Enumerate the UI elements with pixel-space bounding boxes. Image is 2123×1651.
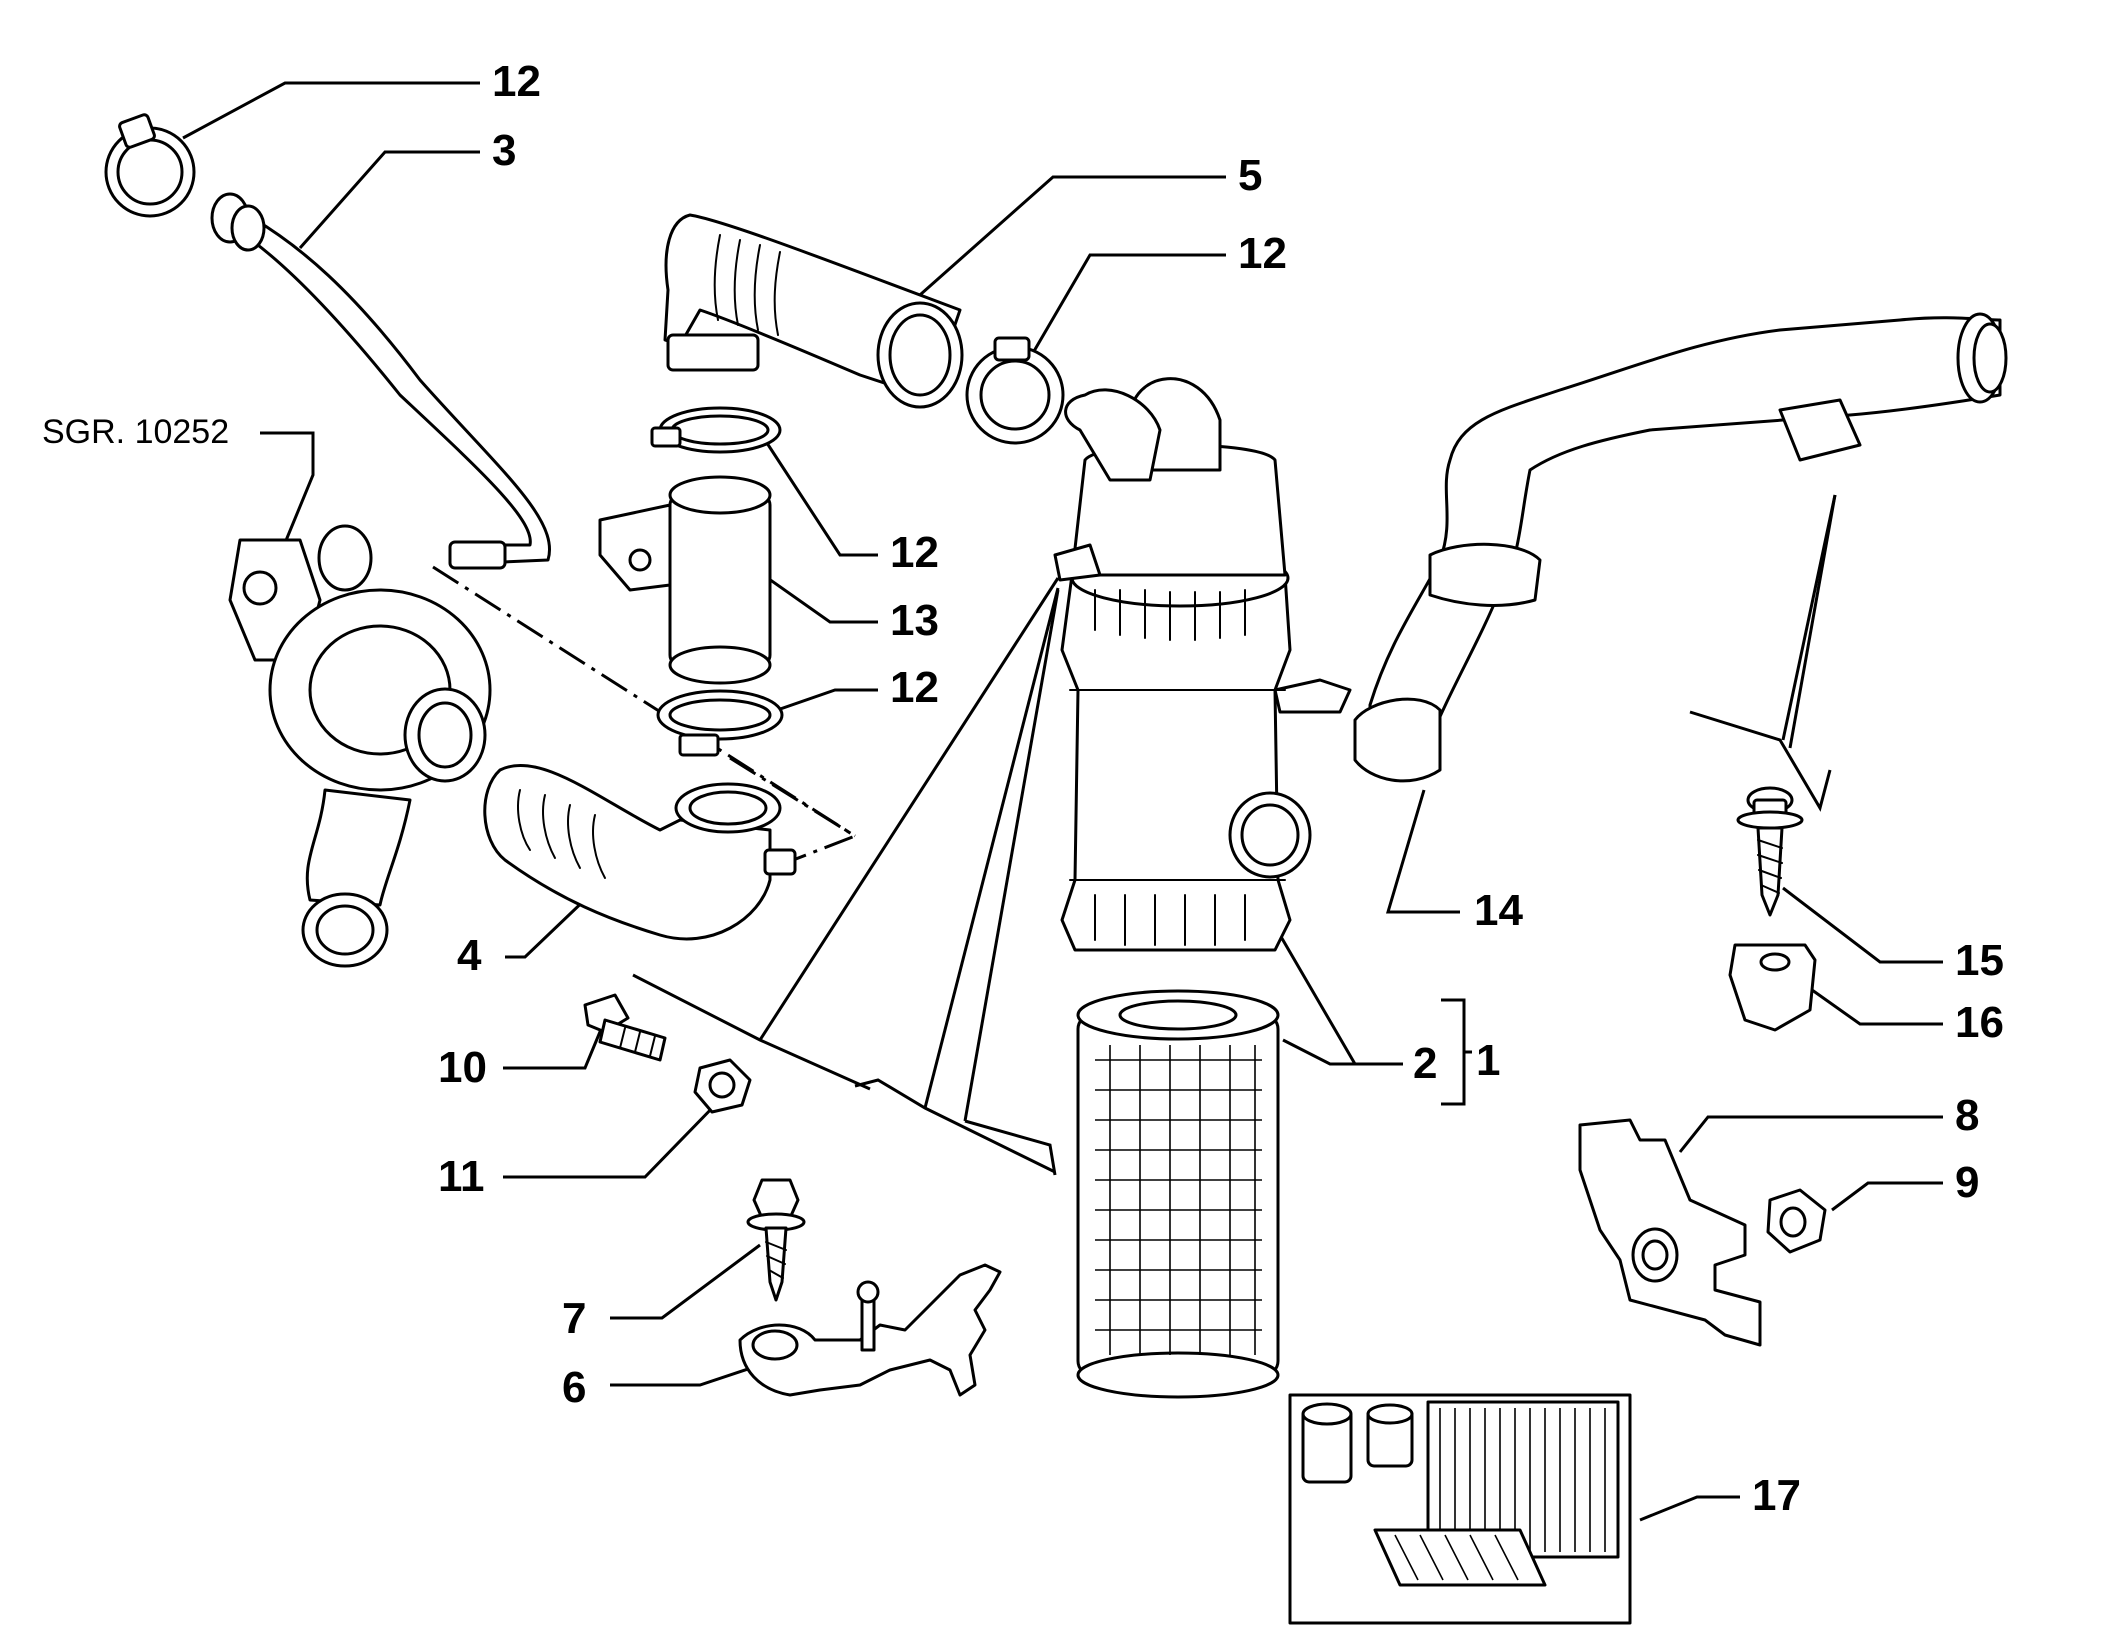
screw-7 <box>746 1178 806 1302</box>
intake-duct-14 <box>1353 312 2008 783</box>
bracket-8 <box>1578 1118 1762 1347</box>
callout-10: 10 <box>438 1043 487 1092</box>
callout-4: 4 <box>457 931 482 980</box>
callout-14: 14 <box>1474 886 1523 935</box>
callout-12-lower: 12 <box>890 663 939 712</box>
callout-16: 16 <box>1955 998 2004 1047</box>
nut-9 <box>1766 1188 1827 1254</box>
callout-9: 9 <box>1955 1158 1979 1207</box>
air-filter-cartridge <box>1076 989 1280 1399</box>
callout-6: 6 <box>562 1363 586 1412</box>
sensor-bracket-6 <box>738 1263 1002 1397</box>
callout-15: 15 <box>1955 936 2004 985</box>
bolt-10 <box>583 993 667 1062</box>
callout-12-middle: 12 <box>890 528 939 577</box>
air-flow-meter-13 <box>598 475 772 685</box>
callout-5: 5 <box>1238 151 1262 200</box>
callout-3: 3 <box>492 126 516 175</box>
assembly-lines <box>432 494 1837 1176</box>
screw-15 <box>1736 786 1804 917</box>
callout-2: 2 <box>1413 1039 1437 1088</box>
intake-hose-4 <box>483 763 797 941</box>
nut-11 <box>693 1058 752 1114</box>
callout-11: 11 <box>438 1152 485 1201</box>
callout-8: 8 <box>1955 1091 1979 1140</box>
filter-kit-17 <box>1288 1393 1632 1625</box>
callout-7: 7 <box>562 1294 586 1343</box>
intake-hose-5 <box>663 213 964 409</box>
hose-clamp-12-middle <box>650 406 782 454</box>
callout-12-upper-right: 12 <box>1238 229 1287 278</box>
air-filter-housing-2 <box>1053 377 1352 952</box>
callout-1: 1 <box>1476 1036 1500 1085</box>
reference-label: SGR. 10252 <box>42 413 229 451</box>
callout-13: 13 <box>890 596 939 645</box>
hose-clamp-12-top <box>104 113 196 218</box>
clip-nut-16 <box>1728 943 1817 1032</box>
hose-clamp-12-lower <box>656 689 784 757</box>
turbocharger <box>228 524 492 968</box>
callout-17: 17 <box>1752 1471 1801 1520</box>
breather-hose-3 <box>210 192 551 570</box>
hose-clamp-12-upper-right <box>965 336 1065 445</box>
callout-12-top: 12 <box>492 57 541 106</box>
